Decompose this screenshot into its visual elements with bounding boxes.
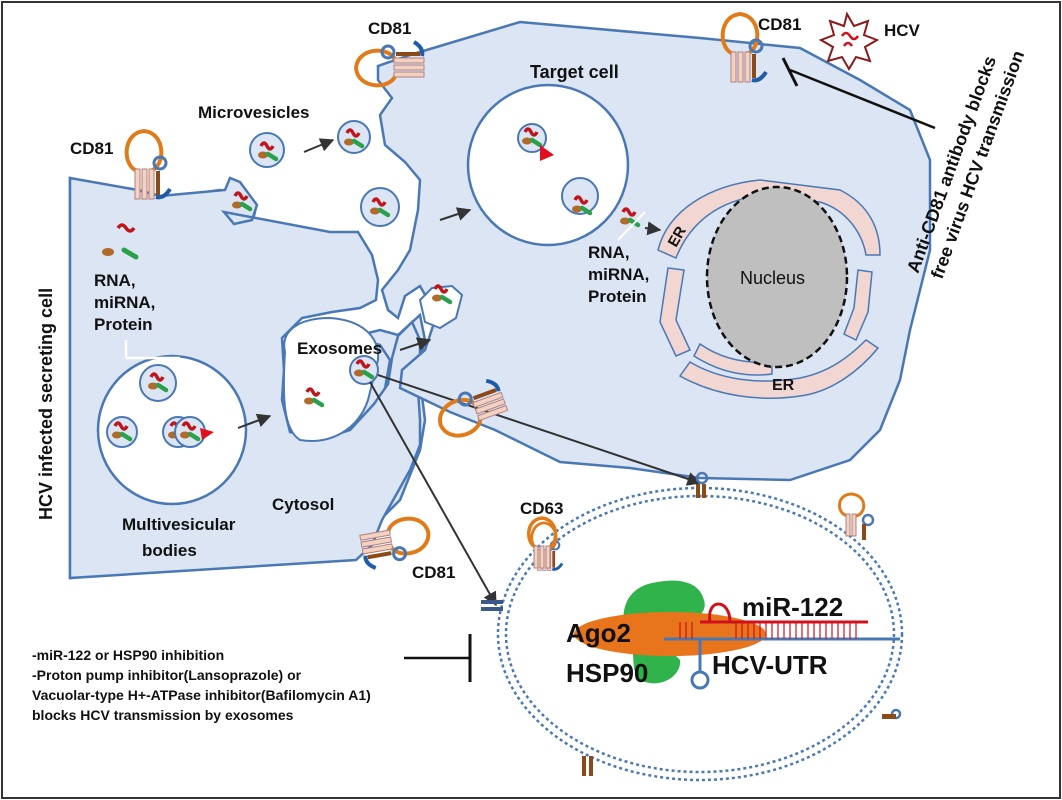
- base-pairing: [679, 622, 857, 639]
- anti-cd81-block-bar: [781, 57, 799, 87]
- exosomes-label: Exosomes: [297, 339, 382, 358]
- arrow-exosome-cd81: [377, 374, 702, 486]
- receptor-right-icon: [882, 708, 902, 720]
- arrow-exosome-cd63: [369, 381, 497, 607]
- arrow-to-er: [644, 221, 662, 236]
- er-right: [843, 269, 873, 342]
- cargo-left-rna: RNA,: [94, 271, 136, 290]
- er-left: [659, 267, 692, 357]
- cargo-left-mirna: miRNA,: [94, 293, 155, 312]
- hsp90-label: HSP90: [566, 658, 648, 688]
- receptor-bottom-icon: [582, 756, 593, 776]
- hsp90-protein: [623, 580, 705, 684]
- mvb-arrowhead-icon: [200, 428, 214, 440]
- mir122-loop: [708, 602, 732, 623]
- cd81-label-right: CD81: [758, 15, 801, 34]
- mvb-label-line2: bodies: [142, 541, 197, 560]
- rna-icon: [116, 223, 136, 233]
- inhibition-line-3: Vacuolar-type H+-ATPase inhibitor(Bafilo…: [32, 687, 371, 703]
- nucleus: [705, 185, 849, 369]
- inhibition-line-2: -Proton pump inhibitor(Lansoprazole) or: [32, 667, 302, 683]
- cd81-label-top: CD81: [368, 19, 411, 38]
- target-endosome: [466, 83, 630, 247]
- cargo-leader-line: [617, 211, 646, 241]
- target-cell-membrane: [376, 20, 932, 482]
- mvb-label-line1: Multivesicular: [122, 515, 236, 534]
- nucleus-label: Nucleus: [740, 268, 805, 288]
- mir122-label: miR-122: [742, 592, 843, 622]
- cd81-label-bottom: CD81: [412, 563, 455, 582]
- anti-cd81-inhibition-line: [789, 68, 936, 130]
- hcv-utr-label: HCV-UTR: [712, 650, 828, 680]
- cargo-right-mirna: miRNA,: [588, 265, 649, 284]
- cargo-left-protein: Protein: [94, 315, 153, 334]
- ago2-label: Ago2: [566, 618, 631, 648]
- protein-icon: [102, 248, 114, 256]
- arrow-mvb-release: [237, 413, 272, 429]
- inhibition-line-1: -miR-122 or HSP90 inhibition: [32, 647, 224, 663]
- cd63-label: CD63: [520, 499, 563, 518]
- er-bottom: [678, 339, 880, 399]
- release-arrowhead-icon: [540, 145, 554, 161]
- arrow-microvesicle: [303, 138, 335, 153]
- er-top: [657, 179, 881, 260]
- protein-icon: [121, 247, 139, 260]
- inhibition-line-4: blocks HCV transmission by exosomes: [32, 707, 294, 723]
- cargo-right-rna: RNA,: [588, 243, 630, 262]
- microvesicle: [360, 187, 400, 227]
- secreting-cell-label: HCV infected secreting cell: [36, 288, 56, 520]
- cd63-receptor-icon: [527, 516, 558, 569]
- cd81-label-left: CD81: [70, 139, 113, 158]
- cargo-right-protein: Protein: [588, 287, 647, 306]
- receptor-top-icon: [695, 471, 709, 498]
- hcv-rna-icon: [840, 31, 860, 47]
- er-bottom-inner: [693, 342, 773, 376]
- hcv-virus-icon: [818, 11, 880, 71]
- target-cell-label: Target cell: [530, 62, 619, 82]
- cytosol-label: Cytosol: [272, 495, 334, 514]
- exosome-pocket: [282, 316, 380, 442]
- arrow-exosome-target: [399, 337, 432, 351]
- cd81-on-exosome-icon: [838, 492, 875, 540]
- microvesicle: [249, 132, 285, 168]
- microvesicles-label: Microvesicles: [198, 103, 310, 122]
- arrow-uptake: [439, 207, 472, 221]
- hcv-utr-loop: [690, 670, 710, 690]
- hcv-label: HCV: [884, 21, 921, 40]
- er-bottom-label: ER: [772, 377, 795, 394]
- blocked-receptor-icon: [481, 600, 503, 611]
